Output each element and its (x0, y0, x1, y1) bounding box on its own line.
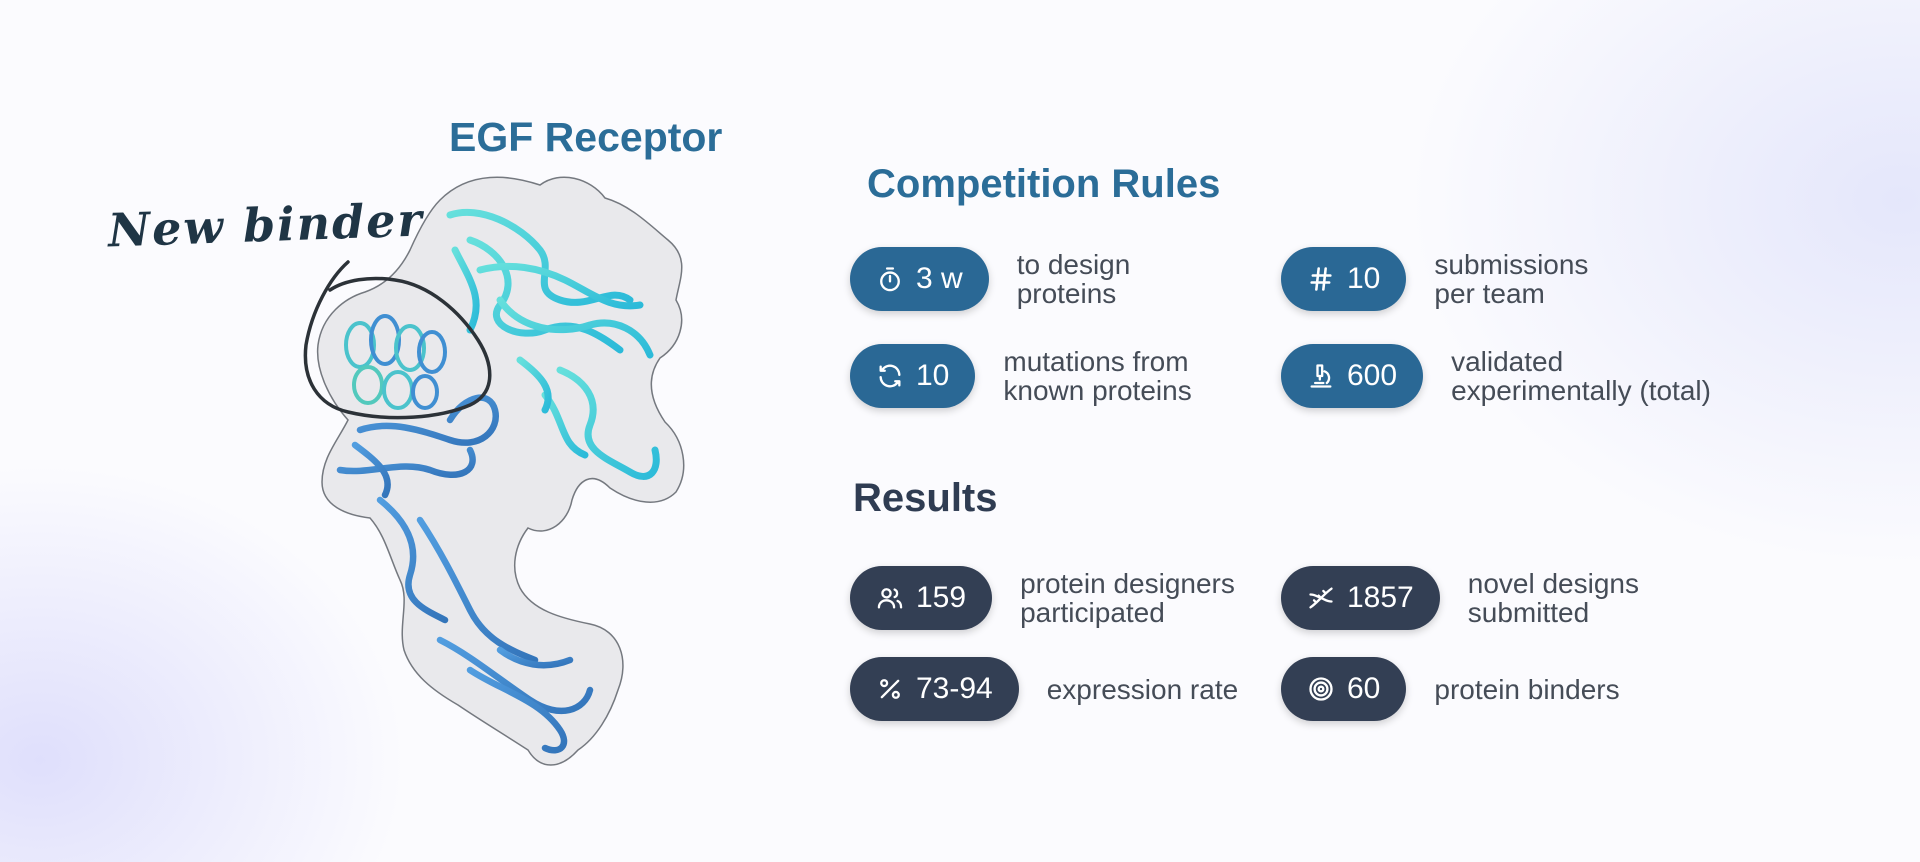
competition-rules-title: Competition Rules (867, 162, 1221, 206)
stat-value: 60 (1347, 672, 1381, 705)
stat-description: protein binders (1434, 673, 1620, 705)
stat-value: 10 (916, 359, 950, 392)
stat-value: 10 (1347, 262, 1381, 295)
results-title: Results (853, 476, 998, 520)
result-stat-designs: 1857 novel designs submitted (1281, 566, 1639, 630)
hash-icon (1307, 265, 1335, 293)
stat-value: 3 w (916, 262, 963, 295)
stat-pill: 73-94 (850, 657, 1019, 721)
refresh-icon (876, 362, 904, 390)
stat-description: expression rate (1046, 673, 1239, 705)
target-icon (1307, 675, 1335, 703)
stat-pill: 159 (850, 566, 993, 630)
rule-stat-submissions: 10 submissions per team (1281, 247, 1588, 311)
stat-value: 73-94 (916, 672, 993, 705)
stat-description: protein designers participated (1020, 568, 1235, 628)
stat-pill: 10 (1281, 247, 1407, 311)
users-icon (876, 584, 904, 612)
rule-stat-design-time: 3 w to design proteins (850, 247, 1130, 311)
rule-stat-mutations: 10 mutations from known proteins (850, 344, 1192, 408)
stat-pill: 10 (850, 344, 976, 408)
stat-pill: 1857 (1281, 566, 1440, 630)
blue-domain (336, 394, 594, 754)
stat-value: 1857 (1347, 581, 1414, 614)
egf-receptor-structure (303, 176, 685, 766)
binder-helices (344, 314, 447, 410)
stat-pill: 60 (1281, 657, 1407, 721)
stat-description: mutations from known proteins (1003, 346, 1192, 406)
percent-icon (876, 675, 904, 703)
stat-pill: 3 w (850, 247, 989, 311)
rule-stat-validated: 600 validated experimentally (total) (1281, 344, 1711, 408)
microscope-icon (1307, 362, 1335, 390)
stat-pill: 600 (1281, 344, 1424, 408)
result-stat-participants: 159 protein designers participated (850, 566, 1235, 630)
stat-value: 600 (1347, 359, 1398, 392)
cyan-domain (446, 208, 660, 480)
result-stat-expression: 73-94 expression rate (850, 657, 1238, 721)
binder-outline (303, 260, 492, 420)
result-stat-binders: 60 protein binders (1281, 657, 1620, 721)
protein-figure: EGF Receptor New binder (0, 0, 800, 862)
egf-receptor-title: EGF Receptor (449, 114, 723, 160)
stat-description: novel designs submitted (1467, 568, 1639, 628)
stopwatch-icon (876, 265, 904, 293)
stat-description: to design proteins (1016, 249, 1131, 309)
stat-description: validated experimentally (total) (1451, 346, 1711, 406)
stat-value: 159 (916, 581, 967, 614)
new-binder-label: New binder (107, 192, 425, 258)
dna-icon (1307, 584, 1335, 612)
stat-description: submissions per team (1434, 249, 1589, 309)
